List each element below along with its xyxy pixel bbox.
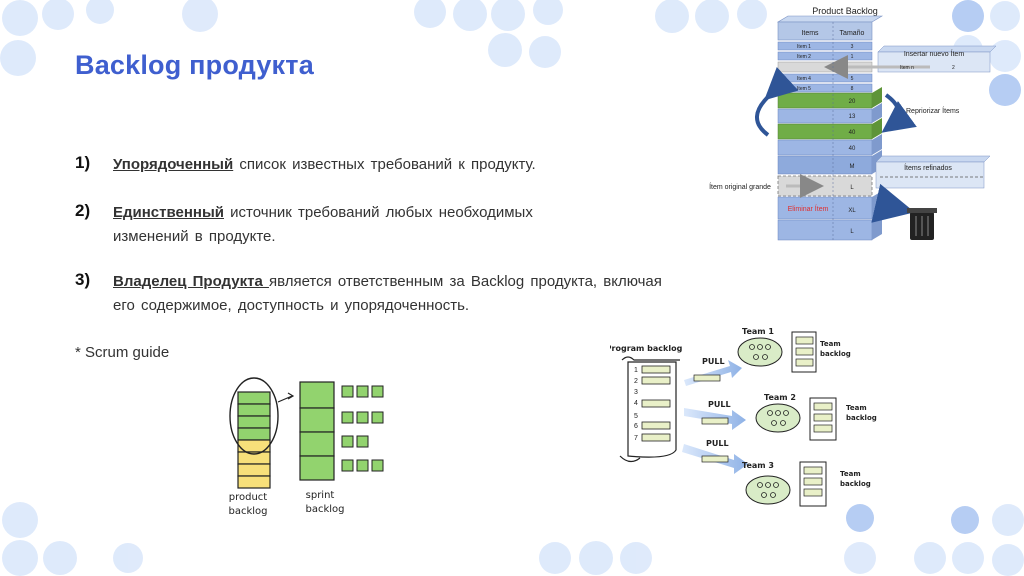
- stack-header-top: [776, 15, 884, 23]
- reprioritize-arrow-left: [755, 66, 799, 137]
- row-2-item: Item 2: [797, 54, 811, 60]
- row-4-item: Item 4: [797, 76, 811, 82]
- reprioritize-arrow-right: [881, 93, 917, 133]
- scrum-guide-note: * Scrum guide: [75, 344, 170, 361]
- team-3-backlog-2: backlog: [840, 480, 871, 488]
- slide-title: Backlog продукта: [75, 50, 314, 80]
- requirement-1-text: Упорядоченный список известных требовани…: [113, 153, 536, 177]
- program-backlog-title: Program backlog: [610, 344, 683, 353]
- insert-item-bar: Insertar nuevo Ítem Item n 2: [824, 45, 997, 79]
- large-item-label: Ítem original grande: [709, 182, 771, 191]
- refined-label: Ítems refinados: [904, 163, 952, 172]
- team-1-label: Team 1: [742, 327, 774, 336]
- block-value-1: 20: [849, 99, 856, 105]
- program-num-3: 3: [634, 389, 638, 396]
- team-2-backlog-1: Team: [846, 404, 867, 412]
- requirement-3-lead: Владелец Продукта: [113, 273, 269, 290]
- block-value-5: M: [850, 164, 855, 170]
- reprioritize-label: Repriorizar Ítems: [906, 106, 960, 115]
- row-1-item: Item 1: [797, 44, 811, 50]
- row-n-size: 2: [952, 65, 955, 71]
- pull-label-3: PULL: [706, 439, 729, 448]
- team-2-label: Team 2: [764, 393, 796, 402]
- requirement-1-number: 1): [75, 153, 91, 172]
- block-value-2: 13: [849, 114, 856, 120]
- team-2-backlog-2: backlog: [846, 414, 877, 422]
- sprint-backlog-column: [299, 381, 335, 481]
- block-value-6: L: [850, 185, 854, 191]
- pull-arrows: PULL PULL PULL: [682, 357, 748, 474]
- product-backlog-diagram: Product Backlog Items Tamaño Item 1 3 It…: [709, 6, 997, 241]
- refined-items-bar: Ítems refinados: [875, 155, 991, 189]
- team-3-label: Team 3: [742, 461, 774, 470]
- row-2-size: 1: [851, 54, 854, 60]
- row-5-item: Item 5: [797, 86, 811, 92]
- stack-col-size: Tamaño: [840, 30, 865, 37]
- requirement-2-body: источник требований любых необходимых из…: [113, 204, 533, 245]
- backlog-sketch-diagram: product backlog sprint backlog: [228, 377, 384, 517]
- team-1-backlog-1: Team: [820, 340, 841, 348]
- remove-item-label: Eliminar Ítem: [788, 204, 829, 213]
- stack-title: Product Backlog: [812, 6, 878, 16]
- sprint-backlog-label-1: sprint: [306, 490, 335, 501]
- stack-header: [777, 21, 873, 41]
- team-2: Team 2 Team backlog: [755, 393, 877, 441]
- pull-label-2: PULL: [708, 400, 731, 409]
- requirement-3-body: является ответственным за Backlog продук…: [113, 273, 662, 314]
- team-1: Team 1 Team backlog: [737, 327, 851, 373]
- program-num-6: 6: [634, 423, 638, 430]
- sketch-arrow: [277, 395, 293, 403]
- remove-arrow: [871, 183, 915, 223]
- selection-circle: [229, 377, 279, 455]
- requirement-3-text: Владелец Продукта является ответственным…: [113, 270, 673, 318]
- program-backlog-scroll: 1 2 3 4 5 6 7: [619, 356, 680, 463]
- row-5-size: 8: [851, 86, 854, 92]
- product-backlog-label-1: product: [229, 492, 268, 503]
- row-1-size: 3: [851, 44, 854, 50]
- requirement-3-number: 3): [75, 270, 91, 289]
- team-3-backlog-1: Team: [840, 470, 861, 478]
- team-1-backlog-2: backlog: [820, 350, 851, 358]
- program-num-4: 4: [634, 400, 638, 407]
- row-4-size: 5: [851, 76, 854, 82]
- team-3: Team 3 Team backlog: [742, 461, 871, 507]
- product-backlog-column: [237, 391, 271, 489]
- insert-label: Insertar nuevo Ítem: [904, 49, 964, 58]
- block-value-8: L: [850, 229, 854, 235]
- product-backlog-label-2: backlog: [228, 506, 267, 517]
- block-value-7: XL: [848, 208, 856, 214]
- sprint-backlog-label-2: backlog: [305, 504, 344, 515]
- requirement-2-lead: Единственный: [113, 204, 225, 221]
- program-num-5: 5: [634, 413, 638, 420]
- program-backlog-diagram: Program backlog 1 2 3 4 5 6 7 PULL PULL …: [610, 327, 877, 507]
- requirement-1-lead: Упорядоченный: [113, 156, 234, 173]
- stack-col-items: Items: [801, 30, 819, 37]
- sprint-tasks: [341, 385, 384, 472]
- pull-label-1: PULL: [702, 357, 725, 366]
- block-value-3: 40: [849, 130, 856, 136]
- block-value-4: 40: [849, 146, 856, 152]
- program-num-2: 2: [634, 378, 638, 385]
- trash-icon: [907, 208, 937, 240]
- requirement-2-text: Единственный источник требований любых н…: [113, 201, 593, 249]
- program-num-1: 1: [634, 367, 638, 374]
- requirement-2-number: 2): [75, 201, 91, 220]
- row-n-item: Item n: [900, 65, 914, 71]
- program-num-7: 7: [634, 435, 638, 442]
- requirement-1-body: список известных требований к продукту.: [233, 156, 536, 173]
